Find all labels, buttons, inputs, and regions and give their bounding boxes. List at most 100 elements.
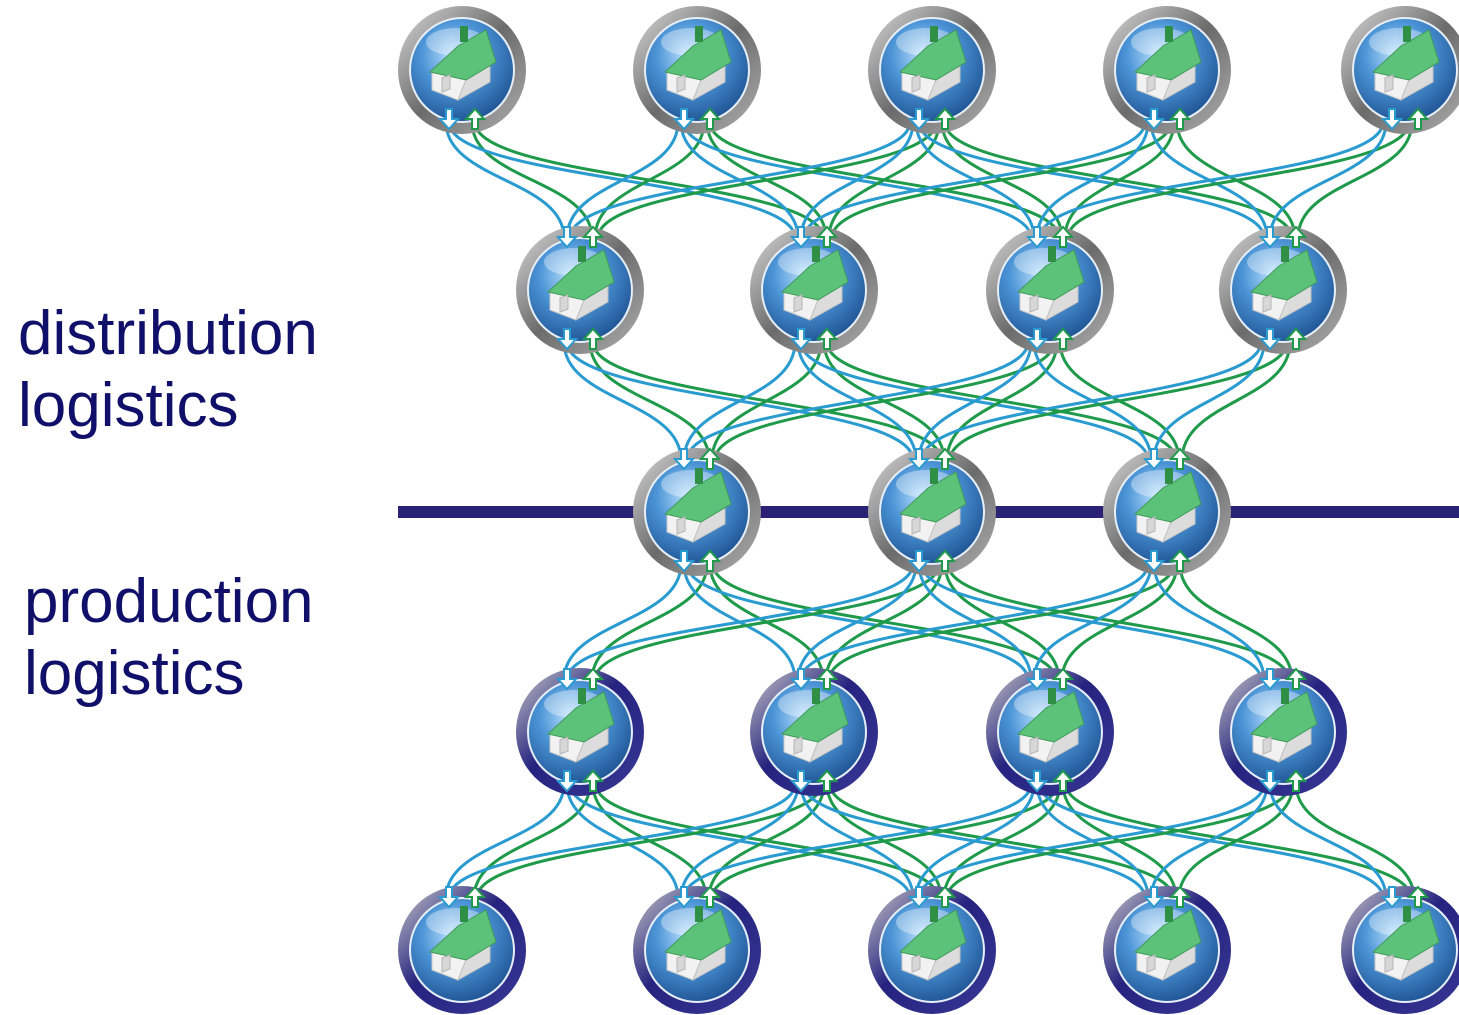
up-arrow-icon: [1406, 885, 1430, 908]
flow-up-link: [596, 121, 938, 239]
flow-up-link: [593, 563, 941, 681]
warehouse-house-icon: [780, 246, 849, 322]
flow-down-link: [679, 783, 800, 899]
warehouse-node: [1341, 6, 1459, 134]
down-arrow-icon: [907, 886, 931, 909]
production-label-line1: production: [24, 567, 314, 636]
flow-up-link: [1063, 121, 1176, 239]
warehouse-house-icon: [1016, 688, 1085, 764]
flow-up-link: [1294, 783, 1416, 899]
down-arrow-icon: [672, 108, 696, 131]
distribution-logistics-label: distribution logistics: [18, 298, 318, 442]
flow-down-link: [796, 563, 918, 681]
flow-up-link: [1060, 563, 1179, 681]
flow-up-link: [1178, 563, 1294, 681]
warehouse-node: [986, 225, 1114, 354]
down-arrow-icon: [1142, 550, 1166, 573]
warehouse-node: [1103, 885, 1231, 1014]
down-arrow-icon: [1258, 226, 1282, 249]
down-arrow-icon: [1258, 328, 1282, 351]
flow-down-link: [447, 783, 797, 899]
down-arrow-icon: [1258, 668, 1282, 691]
warehouse-house-icon: [780, 688, 849, 764]
up-arrow-icon: [1168, 447, 1192, 470]
flow-up-link: [948, 341, 1289, 461]
flow-down-link: [682, 783, 1033, 899]
warehouse-node: [868, 447, 996, 576]
down-arrow-icon: [1380, 886, 1404, 909]
warehouse-house-icon: [1249, 688, 1318, 764]
down-arrow-icon: [789, 328, 813, 351]
up-arrow-icon: [933, 549, 957, 572]
up-arrow-icon: [581, 667, 605, 690]
up-arrow-icon: [1284, 225, 1308, 248]
distribution-label-line1: distribution: [18, 299, 318, 368]
up-arrow-icon: [815, 327, 839, 350]
warehouse-house-icon: [1016, 246, 1085, 322]
warehouse-node: [868, 885, 996, 1014]
down-arrow-icon: [437, 108, 461, 131]
warehouse-house-icon: [663, 26, 732, 102]
warehouse-node: [986, 667, 1114, 796]
down-arrow-icon: [1142, 448, 1166, 471]
flow-down-link: [1149, 783, 1269, 899]
down-arrow-icon: [907, 550, 931, 573]
flow-down-link: [1032, 563, 1153, 681]
warehouse-node: [633, 885, 761, 1014]
down-arrow-icon: [672, 448, 696, 471]
up-arrow-icon: [698, 107, 722, 130]
warehouse-house-icon: [898, 26, 967, 102]
down-arrow-icon: [789, 226, 813, 249]
warehouse-node: [1103, 6, 1231, 134]
down-arrow-icon: [1142, 886, 1166, 909]
up-arrow-icon: [581, 769, 605, 792]
up-arrow-icon: [1051, 769, 1075, 792]
down-arrow-icon: [1142, 108, 1166, 131]
flow-down-link: [799, 121, 915, 239]
warehouse-node: [750, 667, 878, 796]
flow-down-link: [1152, 563, 1266, 681]
down-arrow-icon: [1025, 328, 1049, 351]
flow-up-link: [1066, 121, 1411, 239]
warehouse-node: [516, 667, 644, 796]
down-arrow-icon: [1025, 770, 1049, 793]
flow-down-link: [920, 341, 1263, 461]
up-arrow-icon: [1168, 549, 1192, 572]
warehouse-house-icon: [546, 688, 615, 764]
warehouse-node: [868, 6, 996, 134]
flow-down-link: [565, 121, 680, 239]
flow-down-link: [562, 563, 683, 681]
flow-down-link: [565, 563, 915, 681]
flow-up-link: [475, 783, 823, 899]
up-arrow-icon: [1051, 327, 1075, 350]
up-arrow-icon: [1284, 769, 1308, 792]
up-arrow-icon: [933, 885, 957, 908]
flow-down-link: [685, 341, 1030, 461]
up-arrow-icon: [1168, 885, 1192, 908]
up-arrow-icon: [815, 769, 839, 792]
warehouse-house-icon: [1133, 26, 1202, 102]
network-nodes: [398, 6, 1459, 1014]
warehouse-house-icon: [663, 906, 732, 982]
flow-down-link: [802, 121, 1147, 239]
down-arrow-icon: [1025, 226, 1049, 249]
warehouse-house-icon: [1249, 246, 1318, 322]
down-arrow-icon: [555, 328, 579, 351]
up-arrow-icon: [1284, 667, 1308, 690]
warehouse-house-icon: [898, 906, 967, 982]
flow-up-link: [1296, 121, 1414, 239]
production-label-line2: logistics: [24, 639, 245, 708]
up-arrow-icon: [463, 885, 487, 908]
flow-down-link: [917, 783, 1266, 899]
flow-links: [444, 121, 1416, 899]
flow-down-link: [682, 341, 797, 461]
up-arrow-icon: [1284, 327, 1308, 350]
distribution-label-line2: logistics: [18, 371, 239, 440]
down-arrow-icon: [1025, 668, 1049, 691]
production-logistics-label: production logistics: [24, 566, 314, 710]
down-arrow-icon: [437, 886, 461, 909]
warehouse-node: [1103, 447, 1231, 576]
flow-down-link: [568, 121, 912, 239]
flow-up-link: [710, 783, 1059, 899]
